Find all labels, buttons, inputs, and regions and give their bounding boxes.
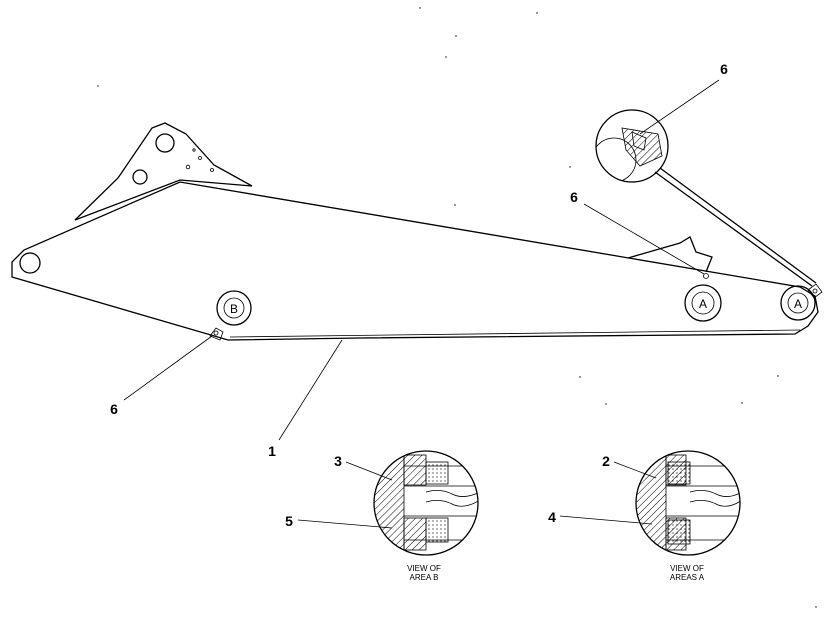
boom-body: [11, 181, 819, 341]
callout-6-mid: 6: [570, 189, 578, 205]
leader-6-top: [639, 79, 720, 135]
detail-view-top: [595, 109, 817, 287]
leader-2: [613, 461, 657, 479]
pin-a-end-label: A: [794, 297, 802, 311]
scan-specks: [97, 7, 817, 608]
leader-lines: [123, 79, 720, 529]
grease-fitting-left: [209, 327, 224, 341]
caption-area-b-line1: VIEW OF: [407, 564, 441, 573]
foot-pin-bore: [19, 252, 41, 274]
callout-1: 1: [268, 443, 276, 459]
caption-areas-a-line2: AREAS A: [670, 573, 705, 582]
callout-6-left: 6: [110, 401, 118, 417]
callout-6-top: 6: [720, 61, 728, 77]
pin-a-mid: A: [684, 284, 722, 322]
callout-3: 3: [334, 453, 342, 469]
callout-5: 5: [285, 513, 293, 529]
callout-4: 4: [548, 509, 556, 525]
grease-fitting-mid: [703, 273, 709, 279]
leader-6-mid: [583, 203, 705, 275]
end-bracket: [627, 236, 713, 279]
pin-b: B: [216, 290, 252, 326]
leader-5: [297, 519, 393, 529]
callout-2: 2: [602, 453, 610, 469]
leader-4: [559, 515, 653, 525]
pin-b-label: B: [230, 302, 238, 316]
top-bracket: [74, 122, 253, 221]
grease-fitting-end: [807, 283, 823, 299]
pin-a-mid-label: A: [699, 297, 707, 311]
leader-3: [345, 461, 393, 481]
pin-a-end: A: [780, 285, 816, 321]
caption-area-b-line2: AREA B: [410, 573, 439, 582]
leader-6-left: [123, 335, 213, 401]
detail-view-areas-a: [635, 450, 741, 556]
detail-view-area-b: [373, 450, 479, 556]
leader-1: [278, 339, 343, 441]
caption-areas-a-line1: VIEW OF: [670, 564, 704, 573]
